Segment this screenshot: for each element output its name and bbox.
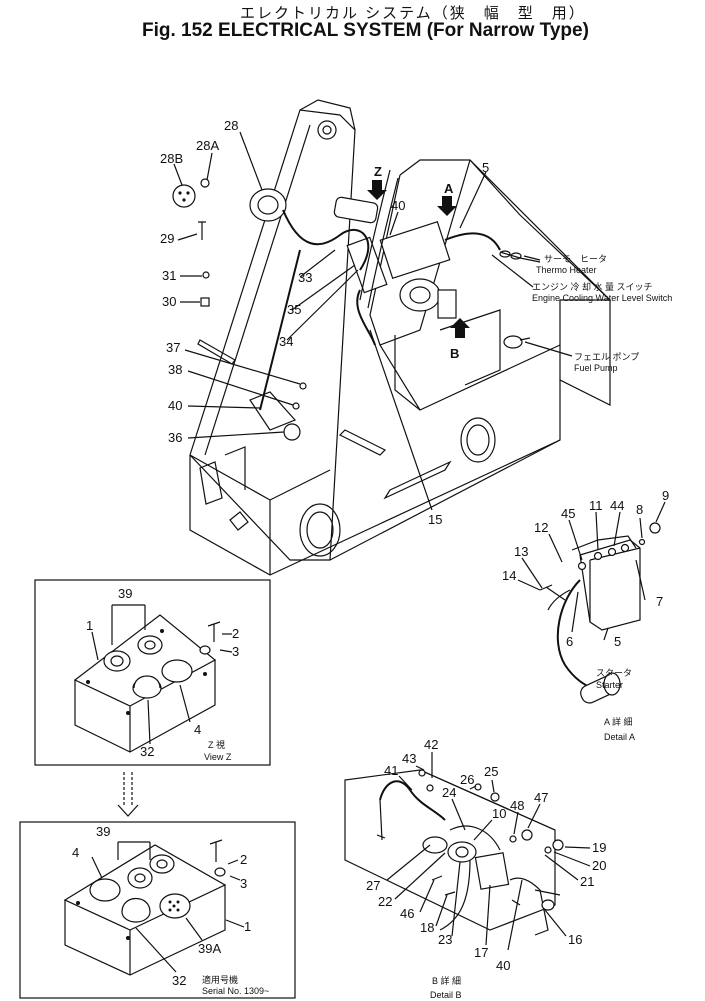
callout-2-serial: 2 bbox=[240, 852, 247, 867]
callout-42: 42 bbox=[424, 737, 438, 752]
fuel-pump-label: Fuel Pump bbox=[574, 363, 618, 373]
serial-jp: 適用号機 bbox=[202, 974, 238, 985]
detail-a: 9 8 44 11 45 12 13 14 7 6 5 スタータ Starter… bbox=[502, 488, 669, 742]
callout-23: 23 bbox=[438, 932, 452, 947]
arrow-z-label: Z bbox=[374, 164, 382, 179]
fuel-pump-jp: フェエル ポンプ bbox=[574, 352, 639, 362]
callout-15: 15 bbox=[428, 512, 442, 527]
callout-22: 22 bbox=[378, 894, 392, 909]
starter-jp: スタータ bbox=[596, 668, 632, 678]
callout-16: 16 bbox=[568, 932, 582, 947]
callout-46: 46 bbox=[400, 906, 414, 921]
callout-37: 37 bbox=[166, 340, 180, 355]
callout-2: 2 bbox=[232, 626, 239, 641]
callout-18: 18 bbox=[420, 920, 434, 935]
view-z-caption: View Z bbox=[204, 752, 232, 762]
detail-b: 42 43 41 26 25 24 10 48 47 19 20 21 27 2… bbox=[344, 737, 606, 1000]
detail-a-jp: A 詳 細 bbox=[604, 716, 633, 727]
callout-44: 44 bbox=[610, 498, 624, 513]
thermo-heater-jp: サーモ ヒータ bbox=[544, 254, 607, 264]
callout-35: 35 bbox=[287, 302, 301, 317]
callout-10: 10 bbox=[492, 806, 506, 821]
callout-29: 29 bbox=[160, 231, 174, 246]
callout-14: 14 bbox=[502, 568, 516, 583]
callout-36: 36 bbox=[168, 430, 182, 445]
callout-6: 6 bbox=[566, 634, 573, 649]
view-z-box: 39 1 2 3 4 32 Z 視 View Z bbox=[34, 579, 271, 766]
callout-8: 8 bbox=[636, 502, 643, 517]
callout-38: 38 bbox=[168, 362, 182, 377]
callout-26: 26 bbox=[460, 772, 474, 787]
detail-a-caption: Detail A bbox=[604, 732, 635, 742]
callout-40-upper: 40 bbox=[391, 198, 405, 213]
callout-30: 30 bbox=[162, 294, 176, 309]
callout-32: 32 bbox=[140, 744, 154, 759]
callout-39-serial: 39 bbox=[96, 824, 110, 839]
callout-1: 1 bbox=[86, 618, 93, 633]
callout-31: 31 bbox=[162, 268, 176, 283]
callout-9: 9 bbox=[662, 488, 669, 503]
callout-5-detail-a: 5 bbox=[614, 634, 621, 649]
callout-34: 34 bbox=[279, 334, 293, 349]
figure-title: Fig. 152 ELECTRICAL SYSTEM (For Narrow T… bbox=[142, 20, 589, 41]
starter-label: Starter bbox=[596, 680, 623, 690]
callout-45: 45 bbox=[561, 506, 575, 521]
callout-40-main: 40 bbox=[168, 398, 182, 413]
callout-3: 3 bbox=[232, 644, 239, 659]
arrow-b-label: B bbox=[450, 346, 459, 361]
callout-19: 19 bbox=[592, 840, 606, 855]
callout-7: 7 bbox=[656, 594, 663, 609]
callout-1-serial: 1 bbox=[244, 919, 251, 934]
callout-28: 28 bbox=[224, 118, 238, 133]
callout-27: 27 bbox=[366, 878, 380, 893]
callout-13: 13 bbox=[514, 544, 528, 559]
callout-32-serial: 32 bbox=[172, 973, 186, 988]
main-frame-assembly: Z A B 28 28A 28B 29 31 30 33 35 34 37 38 bbox=[160, 99, 672, 576]
callout-28a: 28A bbox=[196, 138, 219, 153]
callout-12: 12 bbox=[534, 520, 548, 535]
callout-4: 4 bbox=[194, 722, 201, 737]
level-switch-jp: エンジン 冷 却 水 量 スイッチ bbox=[532, 281, 653, 292]
callout-11: 11 bbox=[589, 498, 603, 513]
down-arrow bbox=[117, 772, 139, 817]
callout-39: 39 bbox=[118, 586, 132, 601]
callout-24: 24 bbox=[442, 785, 456, 800]
callout-39a: 39A bbox=[198, 941, 221, 956]
callout-33: 33 bbox=[298, 270, 312, 285]
detail-b-caption: Detail B bbox=[430, 990, 462, 1000]
level-switch-label: Engine Cooling Water Level Switch bbox=[532, 293, 672, 303]
callout-28b: 28B bbox=[160, 151, 183, 166]
callout-17: 17 bbox=[474, 945, 488, 960]
view-z-serial-box: 39 2 4 3 1 39A 32 適用号機 Serial No. 1309~ bbox=[19, 821, 296, 999]
callout-4-serial: 4 bbox=[72, 845, 79, 860]
detail-b-jp: B 詳 細 bbox=[432, 975, 461, 986]
callout-47: 47 bbox=[534, 790, 548, 805]
figure-title-japanese: エレクトリカル システム（狭 幅 型 用） bbox=[240, 5, 586, 22]
callout-5-main: 5 bbox=[482, 160, 489, 175]
thermo-heater-label: Thermo Heater bbox=[536, 265, 597, 275]
callout-21: 21 bbox=[580, 874, 594, 889]
callout-40-detail-b: 40 bbox=[496, 958, 510, 973]
callout-43: 43 bbox=[402, 751, 416, 766]
callout-25: 25 bbox=[484, 764, 498, 779]
callout-41: 41 bbox=[384, 763, 398, 778]
view-z-jp: Z 視 bbox=[208, 739, 225, 750]
serial-caption: Serial No. 1309~ bbox=[202, 986, 269, 996]
callout-3-serial: 3 bbox=[240, 876, 247, 891]
arrow-a-label: A bbox=[444, 181, 454, 196]
callout-48: 48 bbox=[510, 798, 524, 813]
callout-20: 20 bbox=[592, 858, 606, 873]
